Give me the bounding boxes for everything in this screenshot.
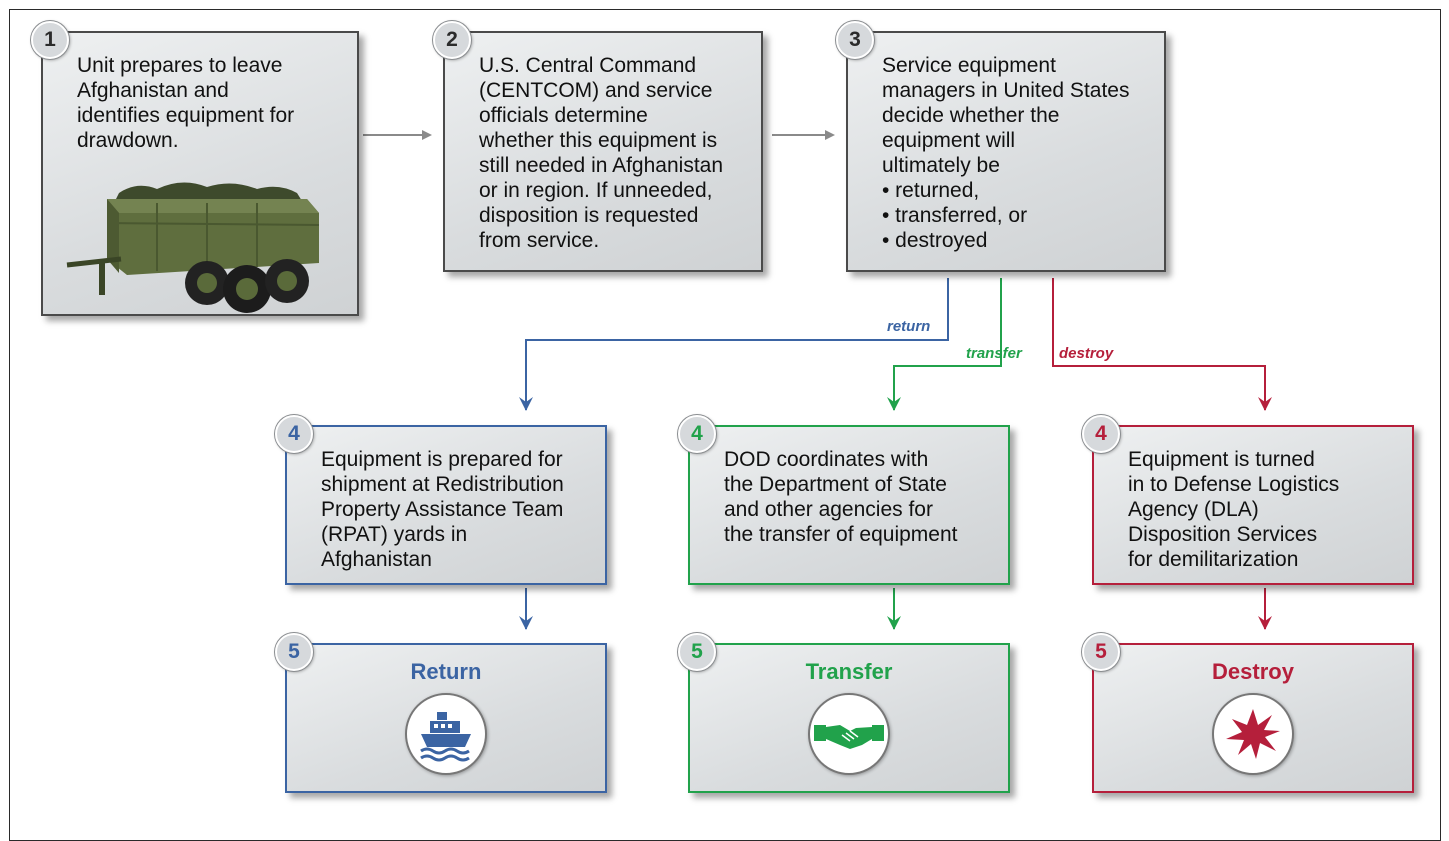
- arrow-return-branch: [519, 278, 949, 411]
- branch-label-return: return: [887, 318, 931, 335]
- destroy-step5-box: Destroy: [1092, 643, 1414, 793]
- branch-label-destroy: destroy: [1059, 345, 1114, 362]
- step1-number-badge: 1: [31, 21, 69, 59]
- step3-number-badge: 3: [836, 21, 874, 59]
- step2-text: U.S. Central Command (CENTCOM) and servi…: [479, 54, 724, 252]
- military-trailer-image: [66, 182, 320, 313]
- step2-number-badge: 2: [433, 21, 471, 59]
- return-step4-box: Equipment is prepared for shipment at Re…: [285, 425, 607, 585]
- arrow-transfer-branch: [887, 278, 1002, 411]
- ship-icon-circle: [405, 693, 487, 775]
- explosion-icon-circle: [1212, 693, 1294, 775]
- step1-box: Unit prepares to leave Afghanistan and i…: [41, 31, 359, 316]
- transfer-step5-number-badge: 5: [678, 633, 716, 671]
- transfer-step4-box: DOD coordinates with the Department of S…: [688, 425, 1010, 585]
- connector-arrows: [363, 130, 1272, 630]
- destroy-step4-text: Equipment is turned in to Defense Logist…: [1128, 448, 1340, 571]
- step1-text: Unit prepares to leave Afghanistan and i…: [77, 54, 295, 152]
- transfer-step4-number-badge: 4: [678, 415, 716, 453]
- step3-box: Service equipment managers in United Sta…: [846, 31, 1166, 272]
- transfer-step5-box: Transfer: [688, 643, 1010, 793]
- return-step5-box: Return: [285, 643, 607, 793]
- return-title: Return: [410, 659, 482, 684]
- arrow-destroy-branch: [1052, 278, 1272, 411]
- destroy-step4-box: Equipment is turned in to Defense Logist…: [1092, 425, 1414, 585]
- return-step4-text: Equipment is prepared for shipment at Re…: [321, 448, 564, 571]
- destroy-step4-number-badge: 4: [1082, 415, 1120, 453]
- branch-label-transfer: transfer: [966, 345, 1022, 362]
- step2-box: U.S. Central Command (CENTCOM) and servi…: [443, 31, 763, 272]
- transfer-step4-text: DOD coordinates with the Department of S…: [724, 448, 958, 546]
- transfer-title: Transfer: [805, 659, 893, 684]
- destroy-step5-number-badge: 5: [1082, 633, 1120, 671]
- return-step5-number-badge: 5: [275, 633, 313, 671]
- handshake-icon: [814, 725, 884, 749]
- ship-icon: [420, 712, 471, 762]
- destroy-title: Destroy: [1212, 659, 1294, 684]
- handshake-icon-circle: [808, 693, 890, 775]
- step3-text: Service equipment managers in United Sta…: [882, 54, 1130, 252]
- explosion-icon: [1226, 709, 1280, 759]
- return-step4-number-badge: 4: [275, 415, 313, 453]
